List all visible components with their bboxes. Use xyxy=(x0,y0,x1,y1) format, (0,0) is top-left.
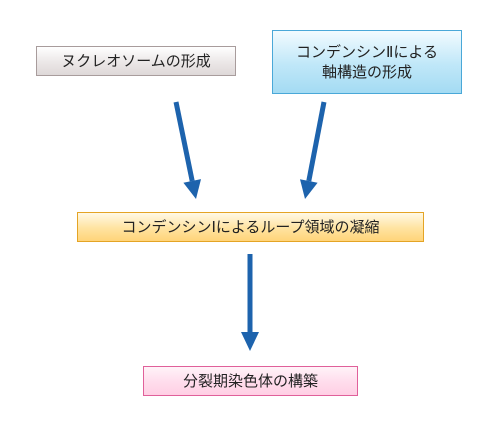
arrow-condensin2-to-condensin1 xyxy=(300,101,327,199)
condensin2-axis-label-line2: 軸構造の形成 xyxy=(321,63,412,81)
arrow-nucleosome-to-condensin1 xyxy=(173,101,201,199)
condensin1-loop-label: コンデンシンⅠによるループ領域の凝縮 xyxy=(121,217,380,236)
condensin2-axis-box: コンデンシンⅡによる 軸構造の形成 xyxy=(272,30,462,94)
arrow-condensin1-to-mitotic xyxy=(241,254,259,351)
mitotic-chromosome-label: 分裂期染色体の構築 xyxy=(182,371,318,390)
nucleosome-formation-box: ヌクレオソームの形成 xyxy=(36,46,236,76)
condensin1-loop-box: コンデンシンⅠによるループ領域の凝縮 xyxy=(77,212,424,242)
nucleosome-formation-label: ヌクレオソームの形成 xyxy=(61,51,211,70)
condensin2-axis-label-line1: コンデンシンⅡによる xyxy=(296,42,438,61)
mitotic-chromosome-box: 分裂期染色体の構築 xyxy=(143,366,358,396)
